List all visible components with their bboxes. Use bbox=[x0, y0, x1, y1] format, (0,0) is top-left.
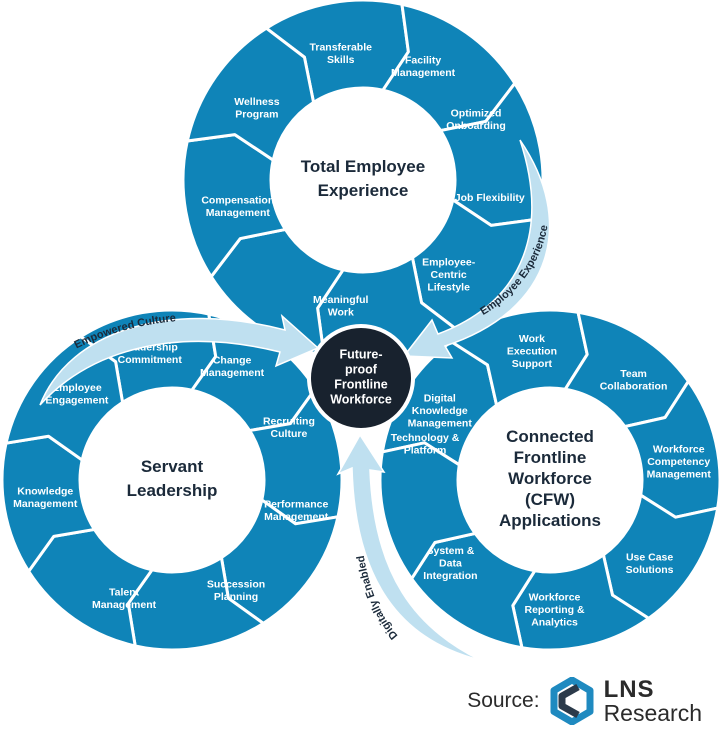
segment-label-job-flexibility: Job Flexibility bbox=[455, 192, 525, 204]
ring-center-disc bbox=[82, 390, 262, 570]
source-credit: Source: LNS Research bbox=[467, 677, 702, 725]
segment-label-technology-platform: Technology &Platform bbox=[391, 432, 460, 457]
brand-subname: Research bbox=[603, 699, 702, 726]
hexagon-chevron-icon bbox=[550, 677, 594, 725]
arrow-digitally-enabled bbox=[336, 433, 481, 661]
arrow-empowered-culture bbox=[39, 313, 320, 406]
brand-wordmark: LNS Research bbox=[603, 675, 702, 726]
ring-center-disc bbox=[273, 90, 453, 270]
arrow-employee-experience bbox=[402, 139, 551, 359]
segment-technology-platform bbox=[378, 441, 477, 581]
segment-wellness-program bbox=[185, 26, 316, 162]
source-label: Source: bbox=[467, 689, 540, 712]
brand-name: LNS bbox=[603, 675, 655, 703]
ring-center-disc bbox=[460, 390, 640, 570]
center-hub-circle bbox=[307, 324, 415, 432]
